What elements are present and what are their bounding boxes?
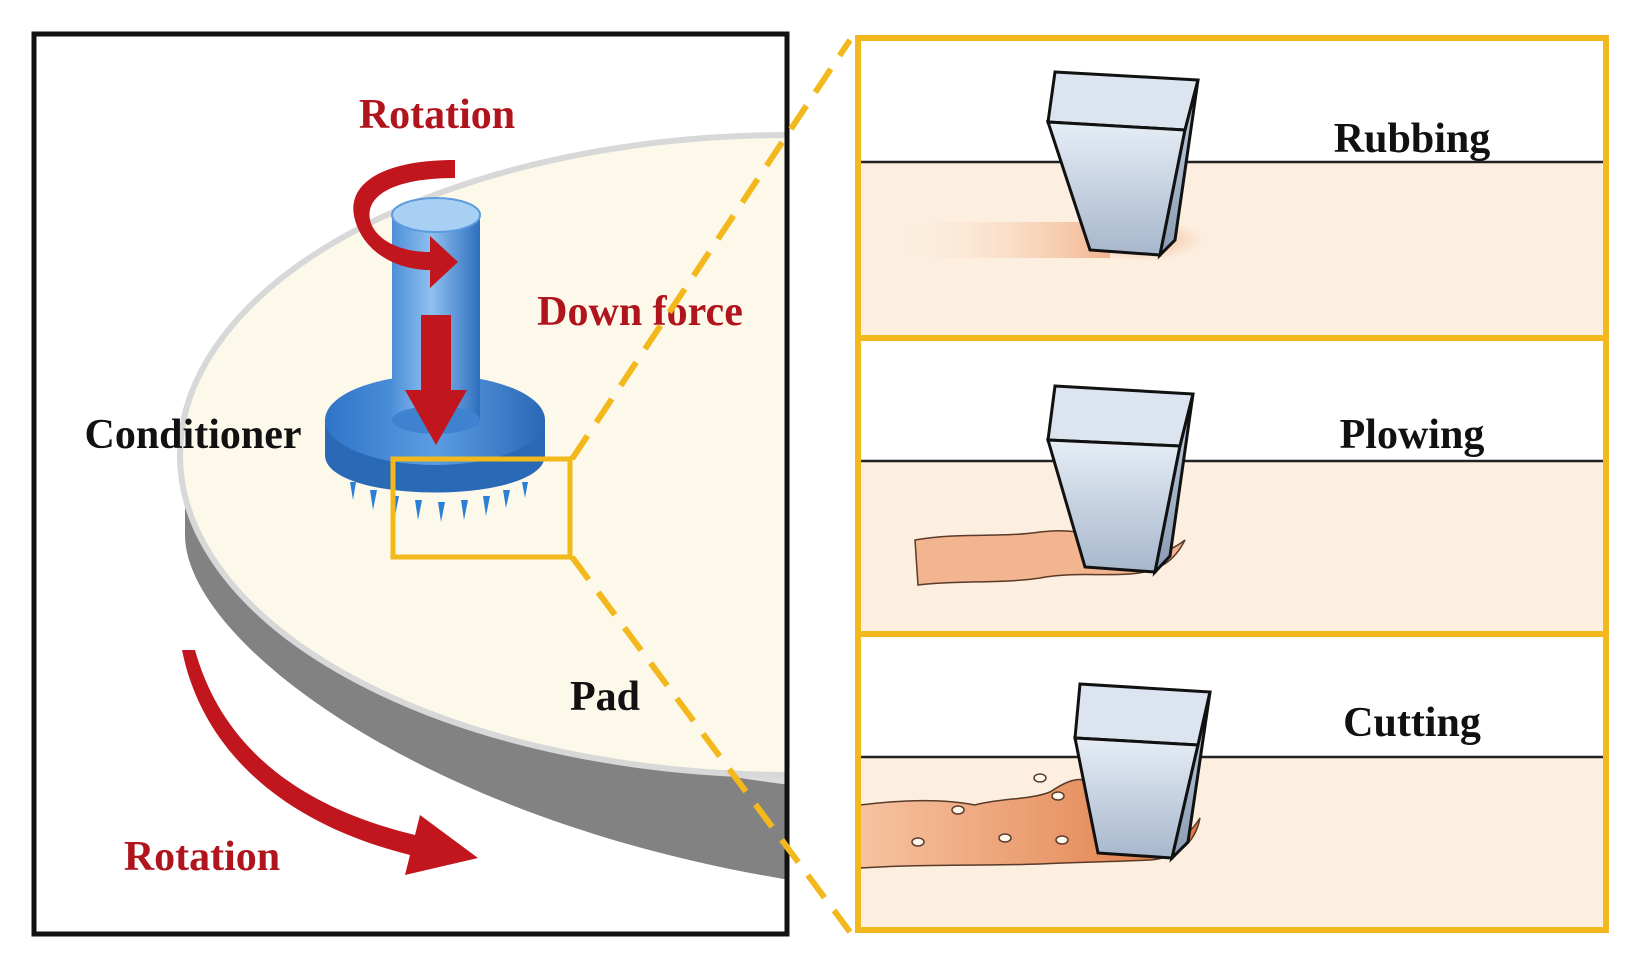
mechanism-panel-rubbing: Rubbing xyxy=(858,38,1606,338)
pad-side xyxy=(185,475,786,880)
top-rotation-label: Rotation xyxy=(359,92,515,138)
chip-particles xyxy=(911,773,1069,847)
left-panel-border xyxy=(31,31,790,937)
zoom-connector-bottom xyxy=(569,555,853,934)
zoom-connector-top xyxy=(569,38,853,461)
rubbing-wear-trail xyxy=(890,222,1110,258)
diamond-tip-plowing xyxy=(1045,384,1195,577)
mechanism-label-plowing: Plowing xyxy=(1340,412,1485,458)
conditioner-rotation-arrow xyxy=(353,160,458,288)
highlight-region xyxy=(390,456,573,560)
down-force-label: Down force xyxy=(537,289,743,335)
mechanism-panel-plowing: Plowing xyxy=(858,338,1606,634)
mechanism-label-rubbing: Rubbing xyxy=(1334,116,1490,162)
diamond-tip-rubbing xyxy=(1045,70,1200,260)
right-panel: Rubbing Plowing xyxy=(855,35,1609,933)
diamond-tip-cutting xyxy=(1073,682,1212,863)
conditioner-label: Conditioner xyxy=(84,412,301,458)
mechanism-panel-cutting: Cutting xyxy=(858,634,1606,930)
conditioner-bristles xyxy=(350,482,528,522)
mechanism-label-cutting: Cutting xyxy=(1343,700,1481,746)
down-force-arrow xyxy=(405,315,467,445)
platen-rotation-arrow xyxy=(182,650,478,875)
conditioner-shaft-top xyxy=(391,197,481,233)
right-panel-frame xyxy=(855,35,1609,933)
bottom-rotation-label: Rotation xyxy=(124,834,280,880)
pad-label: Pad xyxy=(570,674,640,720)
left-panel xyxy=(177,132,786,880)
